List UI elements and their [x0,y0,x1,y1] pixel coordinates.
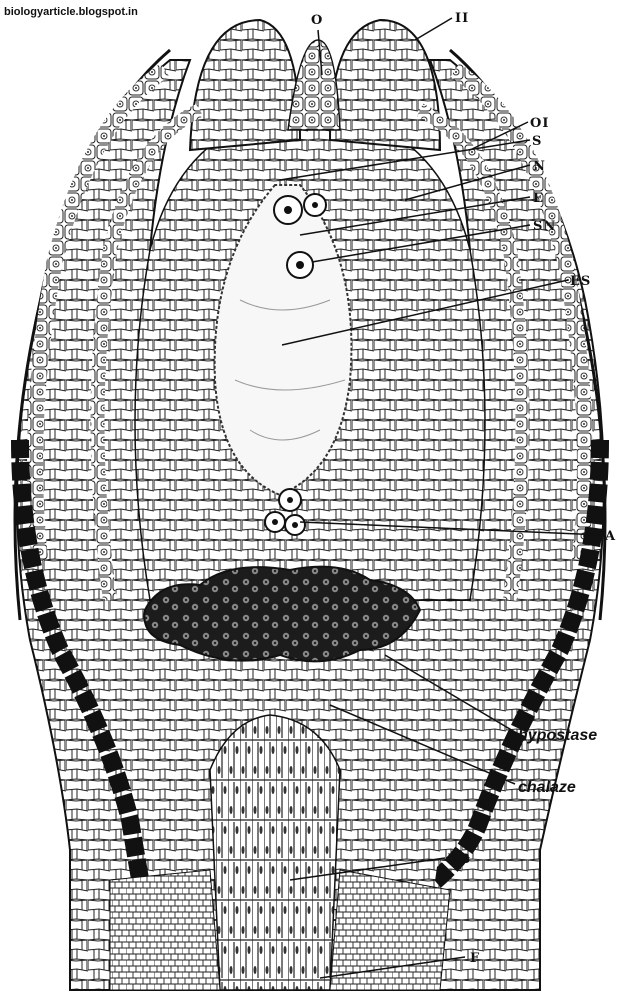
label-F-text: F [470,951,480,966]
label-hypostase-text: hypostase [518,727,597,744]
label-SN-text: SN [533,219,556,234]
label-A-text: A [604,529,616,544]
label-II-line [415,18,452,40]
label-II-text: II [455,11,469,26]
vascular-bundle [210,715,340,990]
label-E-text: E [533,191,544,206]
label-N-text: N [533,159,546,174]
label-VB-text: VB [447,852,471,867]
label-ES-text: ES [570,274,591,289]
label-O-text: O [311,13,323,28]
label-OI-text: OI [530,116,549,131]
label-chalaze-text: chalaze [518,779,576,796]
label-II: II [415,11,469,40]
label-S-text: S [532,134,542,149]
watermark-text: biologyarticle.blogspot.in [4,6,138,18]
